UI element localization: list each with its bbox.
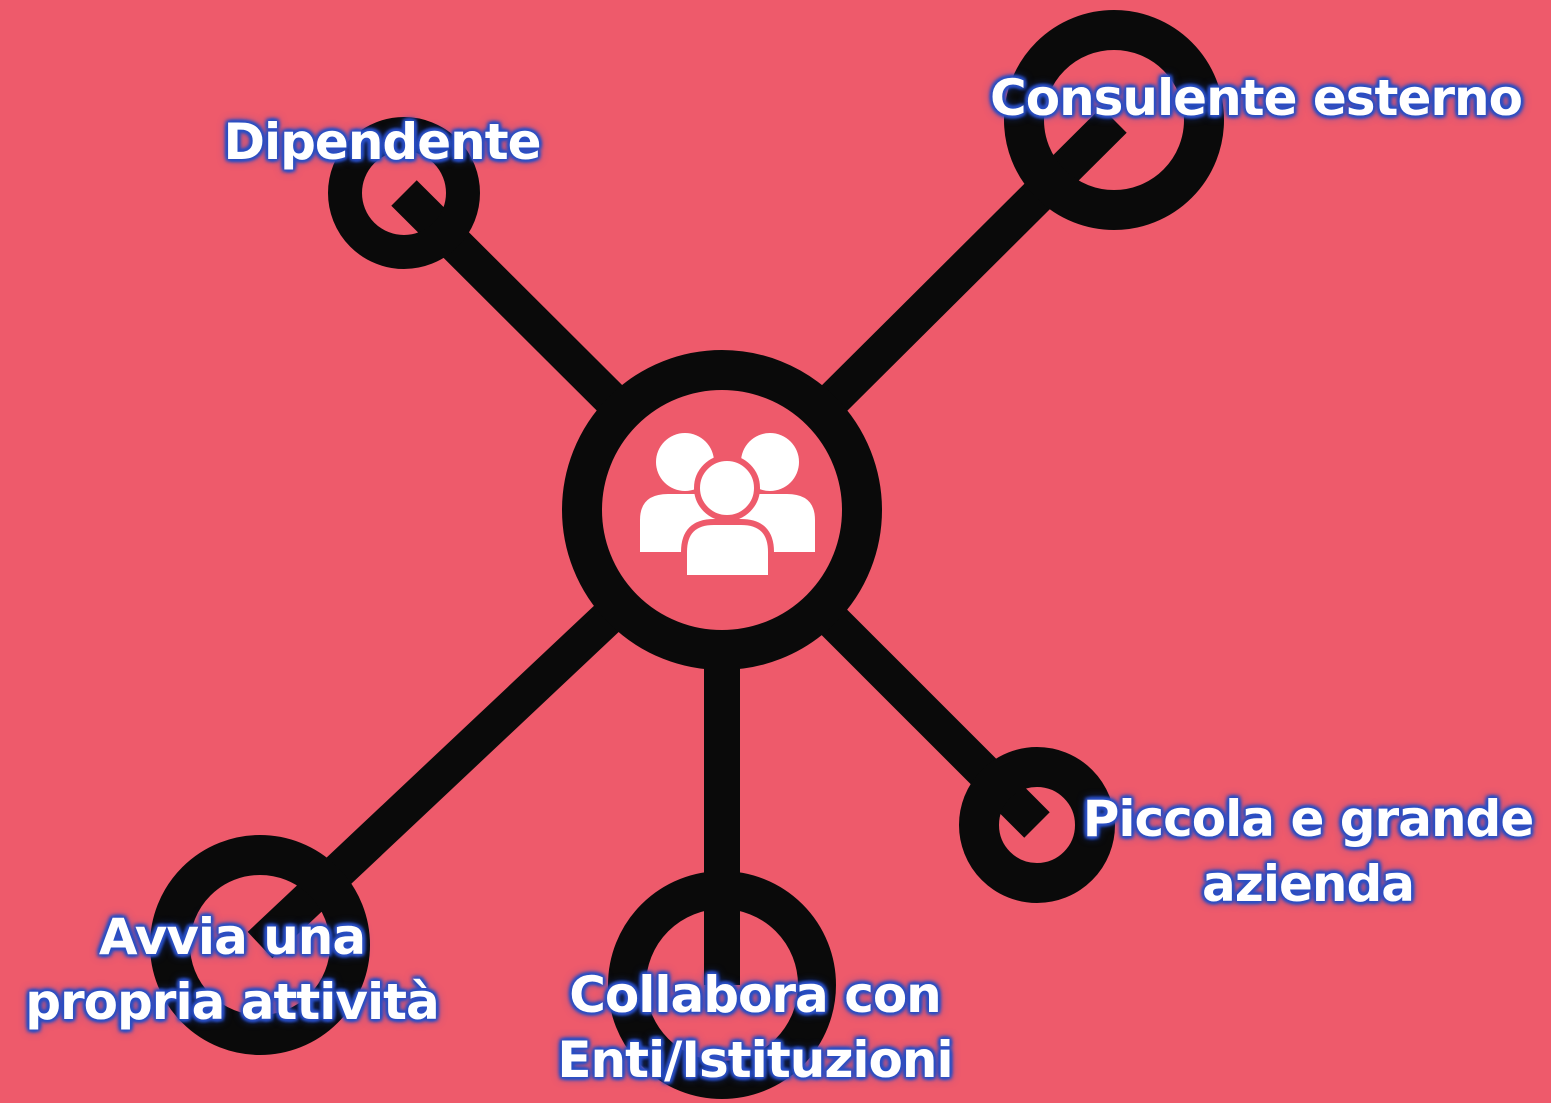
label-dipendente: Dipendente xyxy=(223,110,541,175)
label-attivita: Avvia una propria attività xyxy=(25,905,440,1035)
label-enti: Collabora con Enti/Istituzioni xyxy=(557,963,953,1093)
label-consulente: Consulente esterno xyxy=(990,66,1523,131)
node-enti xyxy=(608,871,836,1099)
label-dipendente-text: Dipendente xyxy=(223,113,541,171)
label-enti-line2: Enti/Istituzioni xyxy=(557,1031,953,1089)
node-consulente xyxy=(1004,10,1224,230)
label-azienda: Piccola e grande azienda xyxy=(1082,787,1535,917)
node-attivita xyxy=(150,835,370,1055)
label-azienda-line1: Piccola e grande xyxy=(1082,790,1535,848)
label-attivita-line1: Avvia una xyxy=(98,908,366,966)
node-dipendente xyxy=(328,117,480,269)
node-azienda xyxy=(959,747,1115,903)
label-attivita-line2: propria attività xyxy=(25,973,440,1031)
label-enti-line1: Collabora con xyxy=(569,966,942,1024)
label-consulente-text: Consulente esterno xyxy=(990,69,1523,127)
people-group-icon xyxy=(640,433,815,581)
label-azienda-line2: azienda xyxy=(1201,855,1415,913)
